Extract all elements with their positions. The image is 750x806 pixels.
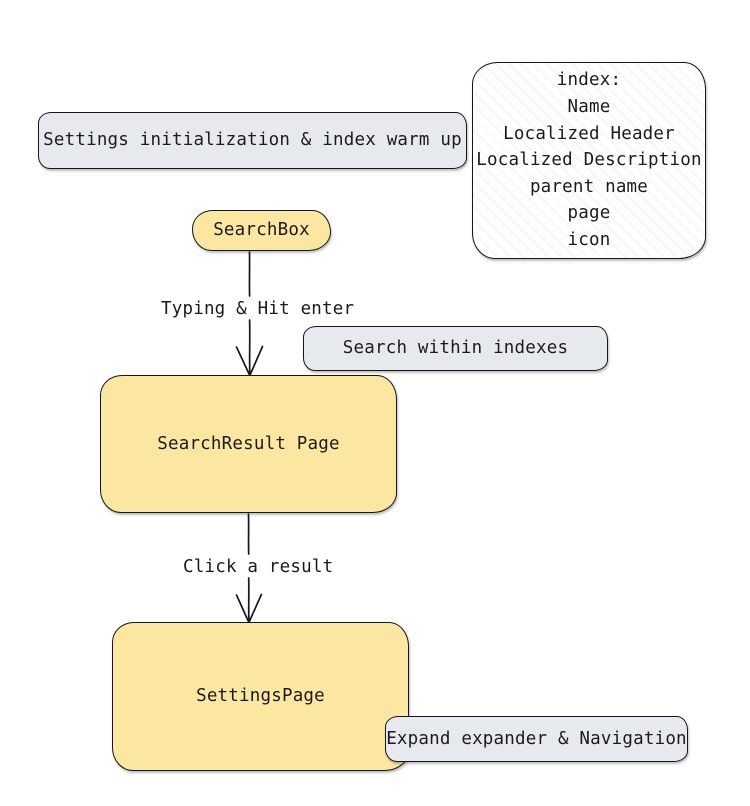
comment-settings-initialization: Settings initialization & index warm up (38, 112, 467, 169)
node-searchresult-page[interactable]: SearchResult Page (100, 375, 397, 513)
comment-expand-expander-navigation-label: Expand expander & Navigation (386, 728, 687, 749)
note-index-fields-text: index: Name Localized Header Localized D… (476, 70, 702, 250)
node-settings-page[interactable]: SettingsPage (112, 622, 409, 771)
node-searchbox[interactable]: SearchBox (192, 210, 331, 251)
edge-label-typing-hit-enter: Typing & Hit enter (158, 299, 358, 319)
node-settings-page-label: SettingsPage (196, 686, 325, 707)
node-searchbox-label: SearchBox (213, 220, 310, 241)
comment-expand-expander-navigation: Expand expander & Navigation (385, 716, 688, 762)
edge-label-click-a-result: Click a result (180, 557, 337, 577)
comment-settings-initialization-label: Settings initialization & index warm up (43, 130, 462, 151)
comment-search-within-indexes-label: Search within indexes (342, 338, 569, 359)
comment-search-within-indexes: Search within indexes (303, 326, 608, 371)
note-index-fields: index: Name Localized Header Localized D… (472, 62, 706, 259)
node-searchresult-page-label: SearchResult Page (157, 433, 340, 454)
